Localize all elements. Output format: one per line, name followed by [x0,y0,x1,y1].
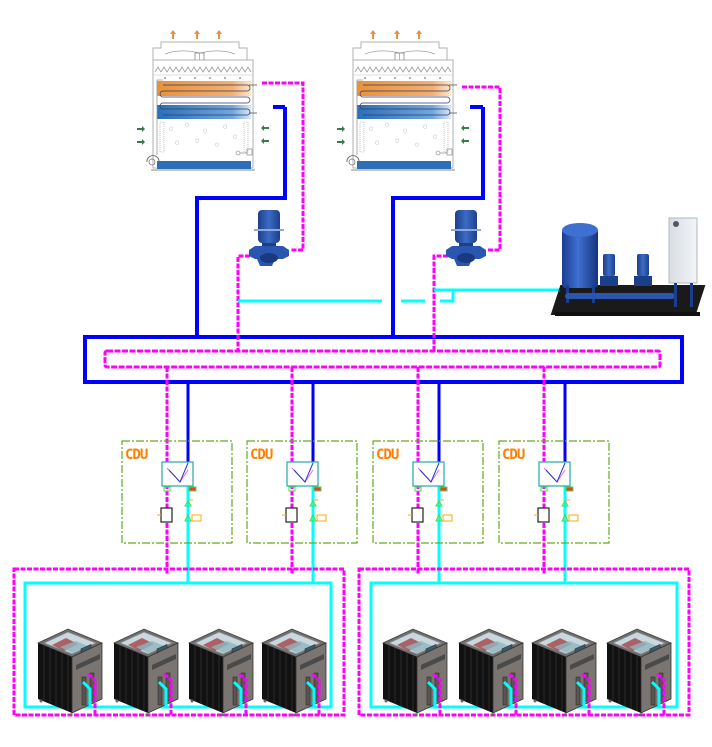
pump-1-suction-pipe [236,254,250,351]
server-group-2 [357,567,691,717]
cdu-enclosure [246,440,358,544]
pump-symbol-icon [309,513,317,522]
cdu-label: CDU [250,447,273,463]
flow-meter-icon [568,514,579,522]
server-return-connection [87,672,97,715]
pump-1 [249,210,289,266]
cdu-label: CDU [376,447,399,463]
server-supply-connection [426,680,437,707]
immersion-server-2 [458,628,524,717]
tower-2-return-pipe [462,85,502,252]
server-return-connection [432,672,442,715]
valve-icon [414,486,422,492]
server-return-connection [163,672,173,715]
flow-meter-icon [191,514,202,522]
group-supply-loop [369,581,679,709]
cdu-label: CDU [502,447,525,463]
group-return-loop [12,567,346,717]
heat-exchanger [412,461,445,487]
immersion-server-1 [37,628,103,717]
cdu-1: CDU [121,367,233,582]
flow-meter-icon [316,514,327,522]
cdu-2: CDU [246,367,358,582]
check-valve-icon [561,500,569,507]
group-supply-loop [23,581,333,709]
filter-icon [285,507,298,523]
main-supply-header [83,335,684,384]
tower-1-return-pipe [262,81,305,252]
valve-icon [288,486,296,492]
server-return-connection [656,672,666,715]
pump-symbol-icon [435,513,443,522]
server-return-connection [581,672,591,715]
server-return-connection [311,672,321,715]
immersion-server-1 [382,628,448,717]
server-supply-connection [81,680,92,707]
hx-supply-path [545,462,566,483]
immersion-server-4 [606,628,672,717]
heat-exchanger [286,461,319,487]
check-valve-icon [184,500,192,507]
cdu-label: CDU [125,447,148,463]
server-supply-connection [232,680,243,707]
server-supply-connection [650,680,661,707]
server-supply-connection [575,680,586,707]
main-return-header [103,349,662,369]
sensor-icon [188,486,197,492]
server-supply-connection [157,680,168,707]
valve-icon [540,486,548,492]
cdu-enclosure [498,440,610,544]
heat-exchanger [161,461,194,487]
hx-supply-path [168,462,189,483]
pump-2 [446,210,486,266]
immersion-server-3 [188,628,254,717]
tower-1-supply-pipe [195,107,287,337]
group-return-loop [357,567,691,717]
cdu-enclosure [121,440,233,544]
server-return-connection [238,672,248,715]
server-supply-connection [305,680,316,707]
hx-supply-path [293,462,314,483]
immersion-server-4 [261,628,327,717]
pump-2-suction-pipe [432,254,448,351]
filter-icon [160,507,173,523]
cdu-3: CDU [372,367,484,582]
cooling-tower-1 [136,29,270,171]
flow-meter-icon [442,514,453,522]
immersion-server-3 [531,628,597,717]
hx-supply-path [419,462,440,483]
sensor-icon [439,486,448,492]
server-return-connection [508,672,518,715]
server-supply-connection [502,680,513,707]
server-group-1 [12,567,346,717]
valve-icon [163,486,171,492]
pump-symbol-icon [561,513,569,522]
pressurization-station [550,217,706,316]
sensor-icon [313,486,322,492]
check-valve-icon [309,500,317,507]
pump-symbol-icon [184,513,192,522]
filter-icon [411,507,424,523]
cdu-4: CDU [498,367,610,582]
check-valve-icon [435,500,443,507]
sensor-icon [565,486,574,492]
heat-exchanger [538,461,571,487]
cooling-tower-2 [336,29,470,171]
cdu-enclosure [372,440,484,544]
tower-2-supply-pipe [391,107,485,337]
filter-icon [537,507,550,523]
immersion-server-2 [113,628,179,717]
